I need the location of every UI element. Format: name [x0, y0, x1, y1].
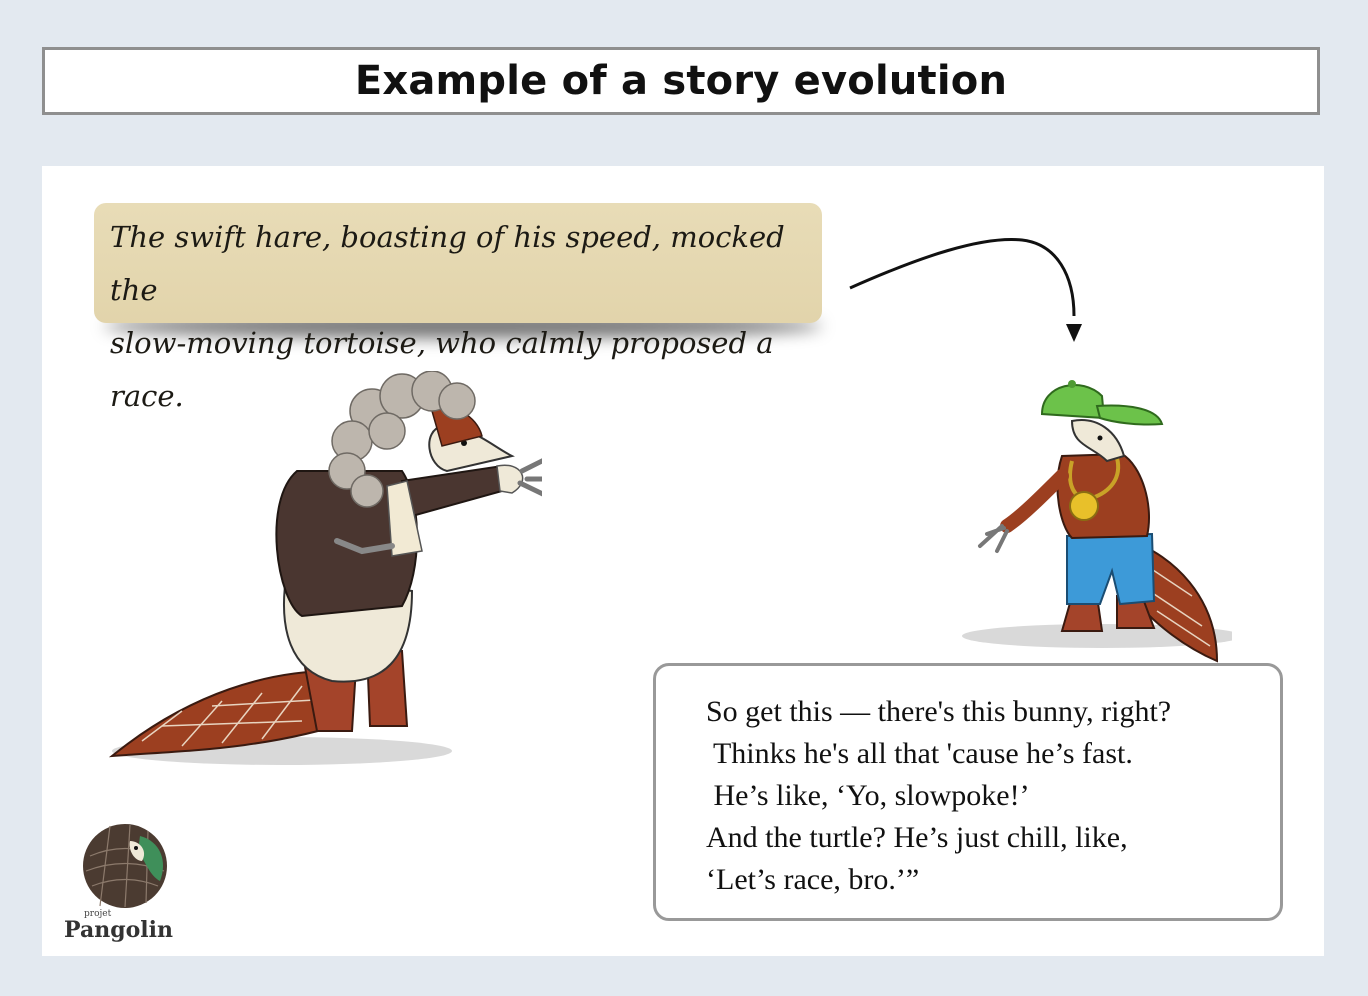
- narration-line-1: The swift hare, boasting of his speed, m…: [110, 220, 785, 307]
- pangolin-globe-icon: [83, 824, 167, 908]
- logo-name-text: Pangolin: [64, 917, 173, 943]
- narration-line-2: slow-moving tortoise, who calmly propose…: [110, 326, 774, 413]
- page-title: Example of a story evolution: [354, 58, 1008, 104]
- pangolin-logo: projet Pangolin: [64, 821, 184, 946]
- speech-line-1: So get this — there's this bunny, right?: [706, 695, 1172, 728]
- speech-line-5: ‘Let’s race, bro.’”: [706, 863, 920, 896]
- speech-line-3: He’s like, ‘Yo, slowpoke!’: [706, 779, 1030, 812]
- speech-bubble: So get this — there's this bunny, right?…: [653, 663, 1283, 921]
- illustration-panel: The swift hare, boasting of his speed, m…: [42, 166, 1324, 956]
- pangolin-street-illustration: [962, 380, 1232, 663]
- title-box: Example of a story evolution: [42, 47, 1320, 115]
- narration-scroll: The swift hare, boasting of his speed, m…: [94, 203, 822, 413]
- speech-line-4: And the turtle? He’s just chill, like,: [706, 821, 1128, 854]
- pangolin-aristocrat-illustration: [108, 371, 542, 765]
- logo-small-text: projet: [84, 909, 112, 919]
- curved-arrow-icon: [849, 238, 1082, 342]
- speech-line-2: Thinks he's all that 'cause he’s fast.: [706, 737, 1133, 770]
